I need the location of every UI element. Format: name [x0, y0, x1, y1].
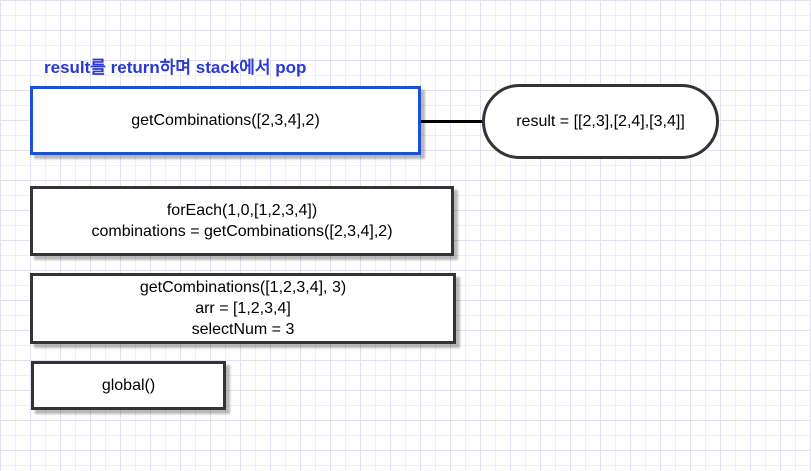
stack-pop-annotation[interactable]: result를 return하며 stack에서 pop	[44, 58, 307, 77]
frame-text-line: global()	[101, 377, 156, 394]
result-bubble[interactable]: result = [[2,3],[2,4],[3,4]]	[482, 84, 719, 159]
stack-frame-getcombinations-1234[interactable]: getCombinations([1,2,3,4], 3) arr = [1,2…	[30, 273, 456, 344]
frame-text-line: combinations = getCombinations([2,3,4],2…	[91, 223, 393, 240]
frame-text-line: getCombinations([2,3,4],2)	[131, 112, 320, 129]
frame-text-line: forEach(1,0,[1,2,3,4])	[166, 202, 318, 219]
stack-frame-foreach[interactable]: forEach(1,0,[1,2,3,4]) combinations = ge…	[30, 186, 454, 256]
connector-line[interactable]	[421, 120, 483, 123]
stack-frame-active-getcombinations[interactable]: getCombinations([2,3,4],2)	[30, 86, 421, 155]
frame-text-line: selectNum = 3	[191, 321, 295, 338]
frame-text-line: arr = [1,2,3,4]	[195, 300, 291, 317]
result-bubble-text: result = [[2,3],[2,4],[3,4]]	[516, 112, 685, 130]
frame-text-line: getCombinations([1,2,3,4], 3)	[139, 279, 347, 296]
stack-frame-global[interactable]: global()	[31, 361, 226, 410]
